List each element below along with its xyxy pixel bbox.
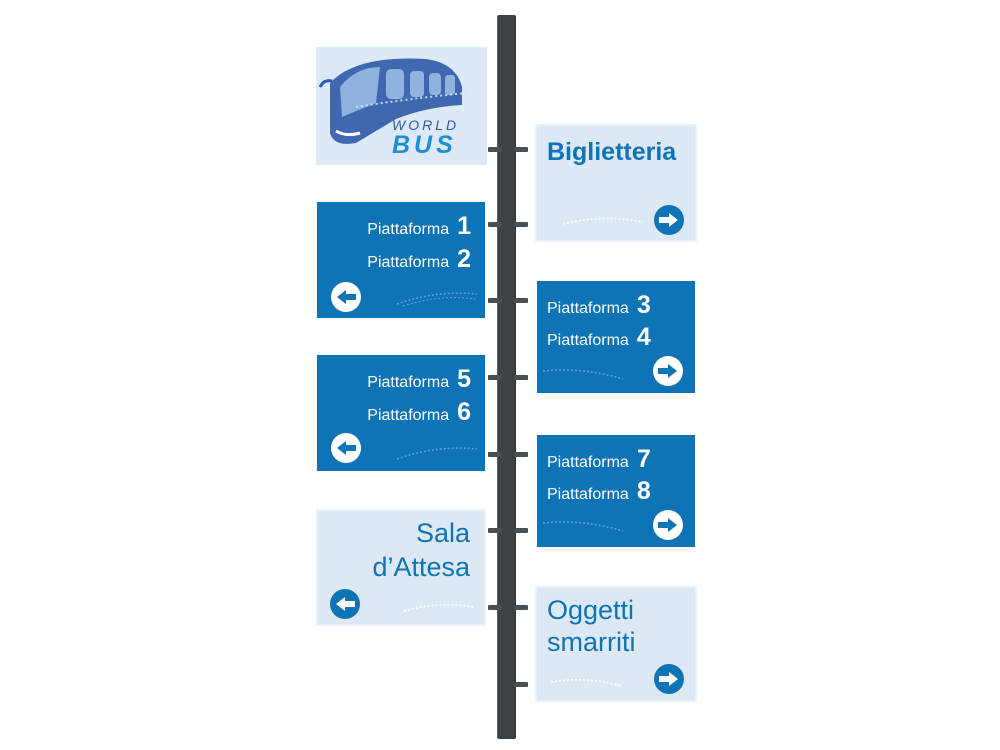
pole-bracket	[488, 452, 502, 457]
platform-line: Piattaforma 4	[547, 323, 651, 352]
sign-platforms-7-8: Piattaforma 7 Piattaforma 8	[537, 435, 695, 547]
pole-bracket	[514, 605, 528, 610]
pole-bracket	[514, 222, 528, 227]
platform-line: Piattaforma 3	[547, 291, 651, 320]
decorative-swoosh	[397, 292, 477, 307]
world-bus-logo-sign: WORLD BUS	[316, 47, 487, 165]
sign-oggetti-smarriti-line1: Oggetti	[547, 595, 635, 625]
arrow-right-icon	[653, 510, 683, 540]
platform-label: Piattaforma	[367, 407, 450, 424]
platform-label: Piattaforma	[367, 374, 450, 391]
pole-bracket	[488, 298, 502, 303]
sign-oggetti-smarriti: Oggetti smarriti	[535, 586, 697, 702]
decorative-swoosh	[543, 521, 623, 532]
platform-number: 3	[636, 291, 651, 319]
decorative-swoosh	[397, 447, 477, 460]
arrow-right-icon	[654, 205, 684, 235]
platform-number: 6	[457, 398, 471, 426]
decorative-swoosh	[563, 217, 643, 225]
platform-label: Piattaforma	[547, 486, 629, 503]
platform-line: Piattaforma 6	[367, 398, 471, 427]
sign-sala-attesa: Sala d’Attesa	[316, 509, 486, 626]
platform-line: Piattaforma 7	[547, 445, 651, 474]
sign-oggetti-smarriti-line2: smarriti	[547, 627, 636, 657]
pole-bracket	[514, 375, 528, 380]
sign-sala-attesa-line1: Sala	[415, 518, 470, 548]
sign-biglietteria: Biglietteria	[535, 124, 697, 242]
sign-biglietteria-label: Biglietteria	[547, 138, 677, 166]
platform-line: Piattaforma 1	[367, 212, 471, 241]
arrow-left-icon	[331, 282, 361, 312]
platform-line: Piattaforma 8	[547, 477, 651, 506]
sign-platforms-1-2: Piattaforma 1 Piattaforma 2	[317, 202, 485, 318]
arrow-right-icon	[653, 356, 683, 386]
pole-bracket	[514, 528, 528, 533]
pole-bracket	[488, 375, 502, 380]
decorative-swoosh	[543, 369, 623, 380]
pole-bracket	[514, 298, 528, 303]
decorative-swoosh	[551, 679, 621, 687]
platform-line: Piattaforma 2	[367, 245, 471, 274]
pole-bracket	[488, 147, 502, 152]
pole-bracket	[488, 222, 502, 227]
pole-bracket	[514, 147, 528, 152]
platform-number: 1	[457, 212, 471, 240]
platform-number: 4	[636, 323, 651, 351]
pole-bracket	[488, 605, 502, 610]
bus-icon	[318, 58, 467, 144]
decorative-swoosh	[404, 604, 474, 612]
pole-bracket	[514, 452, 528, 457]
arrow-right-icon	[654, 664, 684, 694]
pole-bracket	[488, 528, 502, 533]
logo-text-bus: BUS	[392, 131, 457, 159]
platform-label: Piattaforma	[547, 332, 629, 349]
platform-number: 8	[636, 477, 651, 505]
pole-bracket	[514, 682, 528, 687]
sign-sala-attesa-line2: d’Attesa	[372, 552, 470, 582]
platform-number: 2	[457, 245, 471, 273]
platform-label: Piattaforma	[547, 300, 629, 317]
platform-label: Piattaforma	[367, 254, 450, 271]
platform-label: Piattaforma	[367, 221, 450, 238]
platform-number: 5	[457, 365, 471, 393]
sign-platforms-5-6: Piattaforma 5 Piattaforma 6	[317, 355, 485, 471]
arrow-left-icon	[331, 433, 361, 463]
logo-text-world: WORLD	[392, 117, 460, 133]
platform-number: 7	[636, 445, 651, 473]
arrow-left-icon	[330, 589, 360, 619]
sign-platforms-3-4: Piattaforma 3 Piattaforma 4	[537, 281, 695, 393]
platform-label: Piattaforma	[547, 454, 629, 471]
platform-line: Piattaforma 5	[367, 365, 471, 394]
